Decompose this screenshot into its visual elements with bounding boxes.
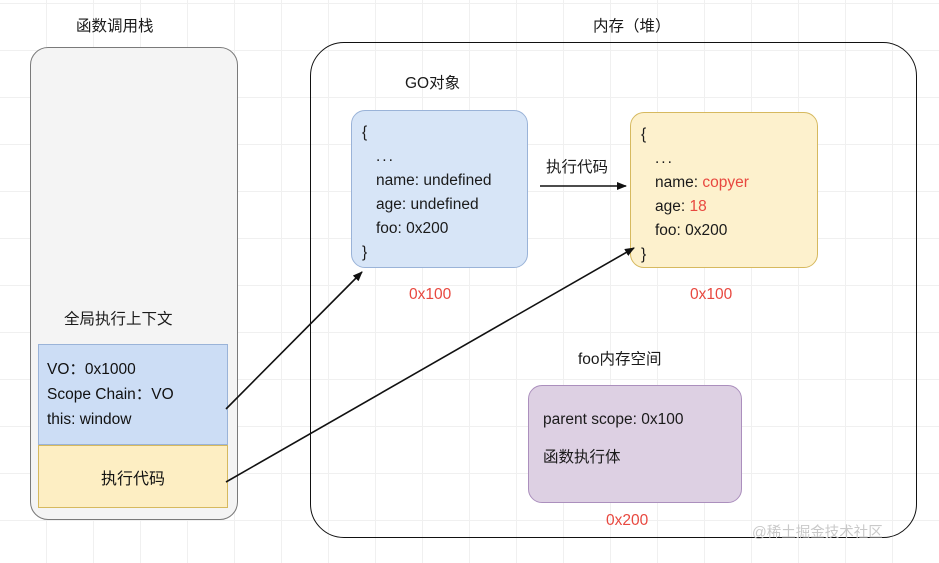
go-object-initial-box: { ... name: undefined age: undefined foo… bbox=[351, 110, 528, 268]
vo-line-vo: VO：0x1000 bbox=[47, 361, 136, 378]
go-after-dots: ... bbox=[655, 150, 674, 167]
execute-code-box: 执行代码 bbox=[38, 445, 228, 508]
go-after-entry-name: name: copyer bbox=[641, 171, 817, 195]
foo-body: 函数执行体 bbox=[543, 449, 621, 466]
global-execution-context-title: 全局执行上下文 bbox=[64, 311, 173, 328]
go-after-entry-age: age: 18 bbox=[641, 195, 817, 219]
go-after-close-brace: } bbox=[641, 246, 647, 263]
go-after-entry-name-value: copyer bbox=[702, 174, 749, 191]
go-entry-age: age: undefined bbox=[376, 196, 479, 213]
foo-parent-scope: parent scope: 0x100 bbox=[543, 411, 684, 428]
go-object-title: GO对象 bbox=[405, 75, 461, 92]
go-object-initial-address: 0x100 bbox=[409, 286, 452, 303]
go-object-after-box: { ... name: copyer age: 18 foo: 0x200 } bbox=[630, 112, 818, 268]
go-entry-name: name: undefined bbox=[376, 172, 492, 189]
go-after-entry-age-key: age: bbox=[655, 198, 690, 215]
go-entry-foo: foo: 0x200 bbox=[376, 220, 449, 237]
go-open-brace: { bbox=[362, 124, 368, 141]
go-dots: ... bbox=[376, 148, 395, 165]
foo-memory-space-box: parent scope: 0x100 函数执行体 bbox=[528, 385, 742, 503]
heap-title: 内存（堆） bbox=[593, 18, 671, 35]
foo-spacer bbox=[543, 432, 741, 446]
vo-line-this: this: window bbox=[47, 411, 132, 428]
execute-code-arrow-label: 执行代码 bbox=[546, 159, 609, 176]
variable-object-box: VO：0x1000 Scope Chain：VO this: window bbox=[38, 344, 228, 445]
go-after-entry-age-value: 18 bbox=[689, 198, 707, 215]
foo-memory-space-title: foo内存空间 bbox=[578, 351, 662, 368]
go-after-open-brace: { bbox=[641, 126, 647, 143]
call-stack-title: 函数调用栈 bbox=[76, 18, 154, 35]
go-after-entry-foo: foo: 0x200 bbox=[655, 222, 728, 239]
watermark: @稀土掘金技术社区 bbox=[752, 525, 883, 541]
go-object-after-address: 0x100 bbox=[690, 286, 733, 303]
foo-memory-space-address: 0x200 bbox=[606, 512, 649, 529]
vo-line-scope-chain: Scope Chain：VO bbox=[47, 386, 174, 403]
go-after-entry-name-key: name: bbox=[655, 174, 703, 191]
go-close-brace: } bbox=[362, 244, 368, 261]
